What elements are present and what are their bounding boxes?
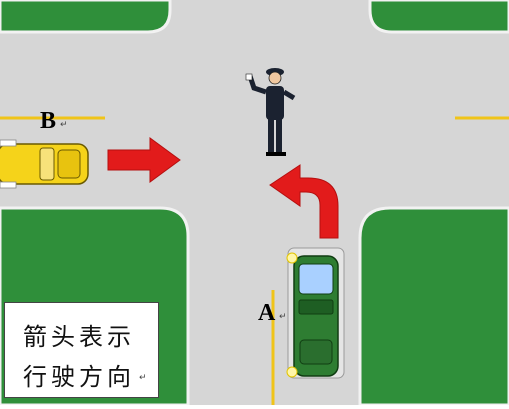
label-b: B [40, 108, 57, 134]
paragraph-mark-legend: ↵ [139, 373, 147, 383]
grass-top-left [0, 0, 172, 34]
label-a: A [258, 300, 276, 326]
grass-top-right [368, 0, 509, 34]
legend-line-2: 行驶方向 [23, 363, 135, 391]
left-turn-arrow-icon [269, 164, 339, 239]
legend-box: 箭头表示 行驶方向 ↵ [4, 302, 159, 398]
traffic-police-officer-icon [245, 68, 296, 156]
paragraph-mark-a: ↵ [279, 312, 287, 322]
grass-bottom-right [358, 206, 509, 407]
paragraph-mark-b: ↵ [60, 120, 68, 130]
green-car-icon [286, 252, 339, 378]
straight-arrow-icon [107, 137, 181, 183]
yellow-car-icon [0, 139, 89, 189]
legend-line-1: 箭头表示 [23, 323, 135, 351]
